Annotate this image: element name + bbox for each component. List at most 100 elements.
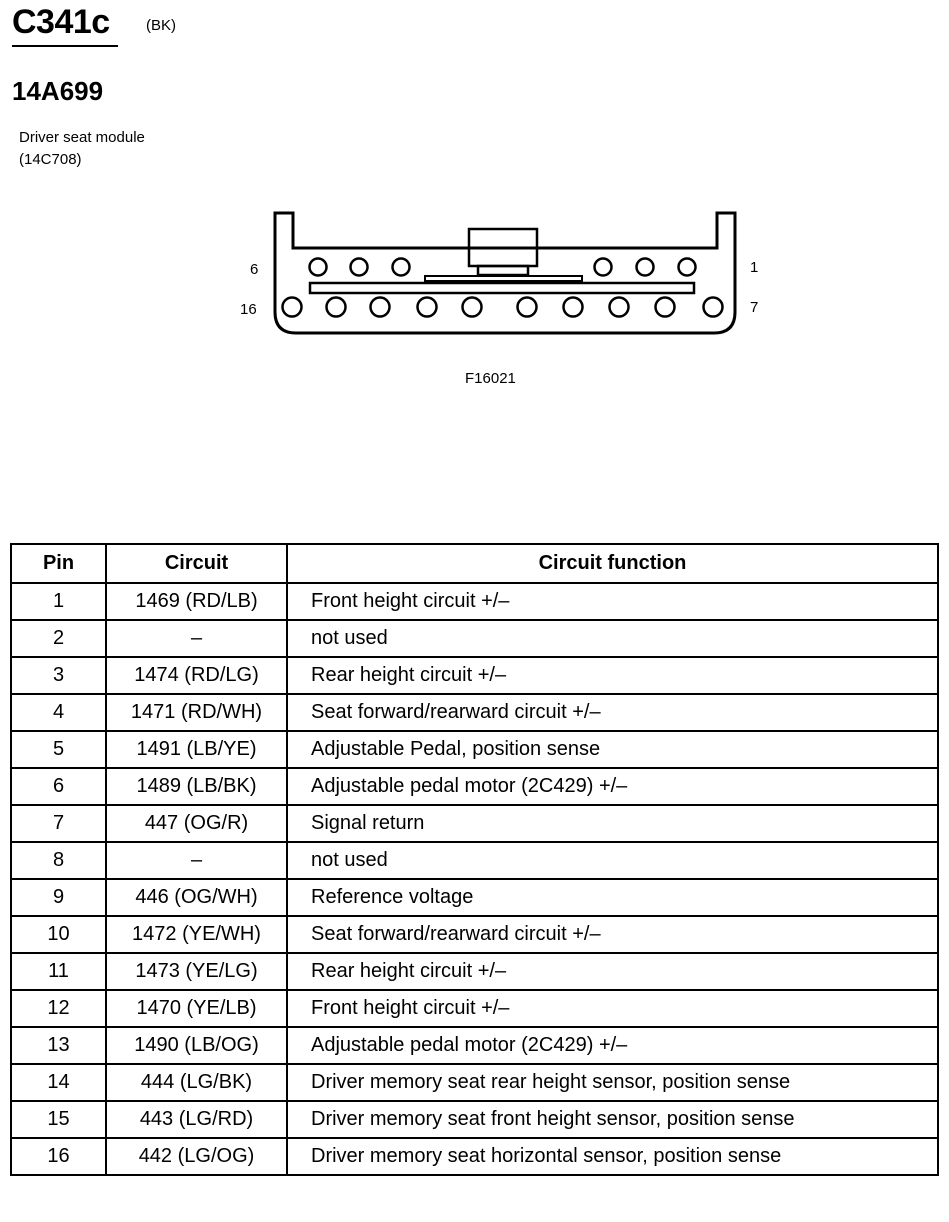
- pin-number-cell: 6: [10, 767, 107, 806]
- bottom-row-pin-hole: [562, 296, 584, 318]
- circuit-function-cell: Adjustable pedal motor (2C429) +/–: [286, 767, 939, 806]
- circuit-function-cell: Front height circuit +/–: [286, 989, 939, 1028]
- circuit-function-cell: Front height circuit +/–: [286, 582, 939, 621]
- circuit-cell: 1489 (LB/BK): [105, 767, 288, 806]
- bottom-row-pin-hole: [325, 296, 347, 318]
- connector-color: (BK): [146, 17, 176, 34]
- pin-number-cell: 12: [10, 989, 107, 1028]
- pin-number-cell: 11: [10, 952, 107, 991]
- bottom-row-pin-hole: [281, 296, 303, 318]
- pin-number-cell: 10: [10, 915, 107, 954]
- pin-number-cell: 14: [10, 1063, 107, 1102]
- circuit-function-cell: Adjustable Pedal, position sense: [286, 730, 939, 769]
- connector-face-diagram: 6 1 16 7: [240, 211, 758, 335]
- circuit-cell: –: [105, 841, 288, 880]
- bottom-pin-row: [281, 296, 724, 318]
- table-row: 8–not used: [10, 841, 939, 880]
- circuit-function-cell: Signal return: [286, 804, 939, 843]
- top-row-pin-hole: [349, 257, 369, 277]
- connector-id: C341c: [12, 3, 110, 41]
- circuit-cell: 1490 (LB/OG): [105, 1026, 288, 1065]
- circuit-function-cell: Seat forward/rearward circuit +/–: [286, 915, 939, 954]
- component-name: Driver seat module: [19, 129, 145, 146]
- circuit-cell: 446 (OG/WH): [105, 878, 288, 917]
- top-row-pin-hole: [635, 257, 655, 277]
- component-code: (14C708): [19, 151, 82, 168]
- bottom-row-pin-hole: [654, 296, 676, 318]
- circuit-function-cell: Reference voltage: [286, 878, 939, 917]
- figure-id: F16021: [465, 370, 516, 387]
- bottom-row-pin-hole: [416, 296, 438, 318]
- header-circuit: Circuit: [105, 543, 288, 584]
- pin-number-cell: 15: [10, 1100, 107, 1139]
- pin-number-cell: 9: [10, 878, 107, 917]
- center-ledge: [424, 275, 583, 282]
- header-circuit-function: Circuit function: [286, 543, 939, 584]
- circuit-cell: 443 (LG/RD): [105, 1100, 288, 1139]
- pin-label-top-left: 6: [250, 261, 258, 278]
- latch-base: [476, 264, 530, 277]
- pin-number-cell: 3: [10, 656, 107, 695]
- pin-number-cell: 2: [10, 619, 107, 658]
- circuit-cell: 1469 (RD/LB): [105, 582, 288, 621]
- key-bar: [308, 281, 696, 295]
- circuit-function-cell: Adjustable pedal motor (2C429) +/–: [286, 1026, 939, 1065]
- header-pin: Pin: [10, 543, 107, 584]
- circuit-function-cell: not used: [286, 619, 939, 658]
- circuit-function-cell: Driver memory seat horizontal sensor, po…: [286, 1137, 939, 1176]
- table-header-row: Pin Circuit Circuit function: [10, 543, 939, 584]
- circuit-function-cell: Driver memory seat front height sensor, …: [286, 1100, 939, 1139]
- bottom-row-pin-hole: [369, 296, 391, 318]
- circuit-function-cell: Rear height circuit +/–: [286, 656, 939, 695]
- pin-number-cell: 8: [10, 841, 107, 880]
- pin-number-cell: 16: [10, 1137, 107, 1176]
- top-row-pin-hole: [308, 257, 328, 277]
- circuit-cell: 444 (LG/BK): [105, 1063, 288, 1102]
- pin-number-cell: 4: [10, 693, 107, 732]
- pin-number-cell: 7: [10, 804, 107, 843]
- table-row: 2–not used: [10, 619, 939, 658]
- circuit-function-cell: not used: [286, 841, 939, 880]
- circuit-cell: 1474 (RD/LG): [105, 656, 288, 695]
- circuit-cell: 1472 (YE/WH): [105, 915, 288, 954]
- top-row-pin-hole: [677, 257, 697, 277]
- pin-label-top-right: 1: [750, 259, 758, 276]
- pin-number-cell: 13: [10, 1026, 107, 1065]
- connector-housing: [273, 211, 737, 335]
- bottom-row-pin-hole: [516, 296, 538, 318]
- circuit-function-cell: Seat forward/rearward circuit +/–: [286, 693, 939, 732]
- circuit-cell: 447 (OG/R): [105, 804, 288, 843]
- circuit-function-cell: Rear height circuit +/–: [286, 952, 939, 991]
- circuit-cell: 442 (LG/OG): [105, 1137, 288, 1176]
- circuit-cell: 1491 (LB/YE): [105, 730, 288, 769]
- circuit-cell: 1470 (YE/LB): [105, 989, 288, 1028]
- pin-label-bottom-left: 16: [240, 301, 257, 318]
- bottom-row-pin-hole: [461, 296, 483, 318]
- circuit-cell: –: [105, 619, 288, 658]
- connector-id-underline: [12, 45, 118, 47]
- part-number: 14A699: [12, 76, 104, 106]
- circuit-cell: 1471 (RD/WH): [105, 693, 288, 732]
- top-row-pin-hole: [593, 257, 613, 277]
- circuit-cell: 1473 (YE/LG): [105, 952, 288, 991]
- bottom-row-pin-hole: [702, 296, 724, 318]
- top-pin-row: [308, 257, 697, 277]
- circuit-function-cell: Driver memory seat rear height sensor, p…: [286, 1063, 939, 1102]
- pin-number-cell: 5: [10, 730, 107, 769]
- bottom-row-pin-hole: [608, 296, 630, 318]
